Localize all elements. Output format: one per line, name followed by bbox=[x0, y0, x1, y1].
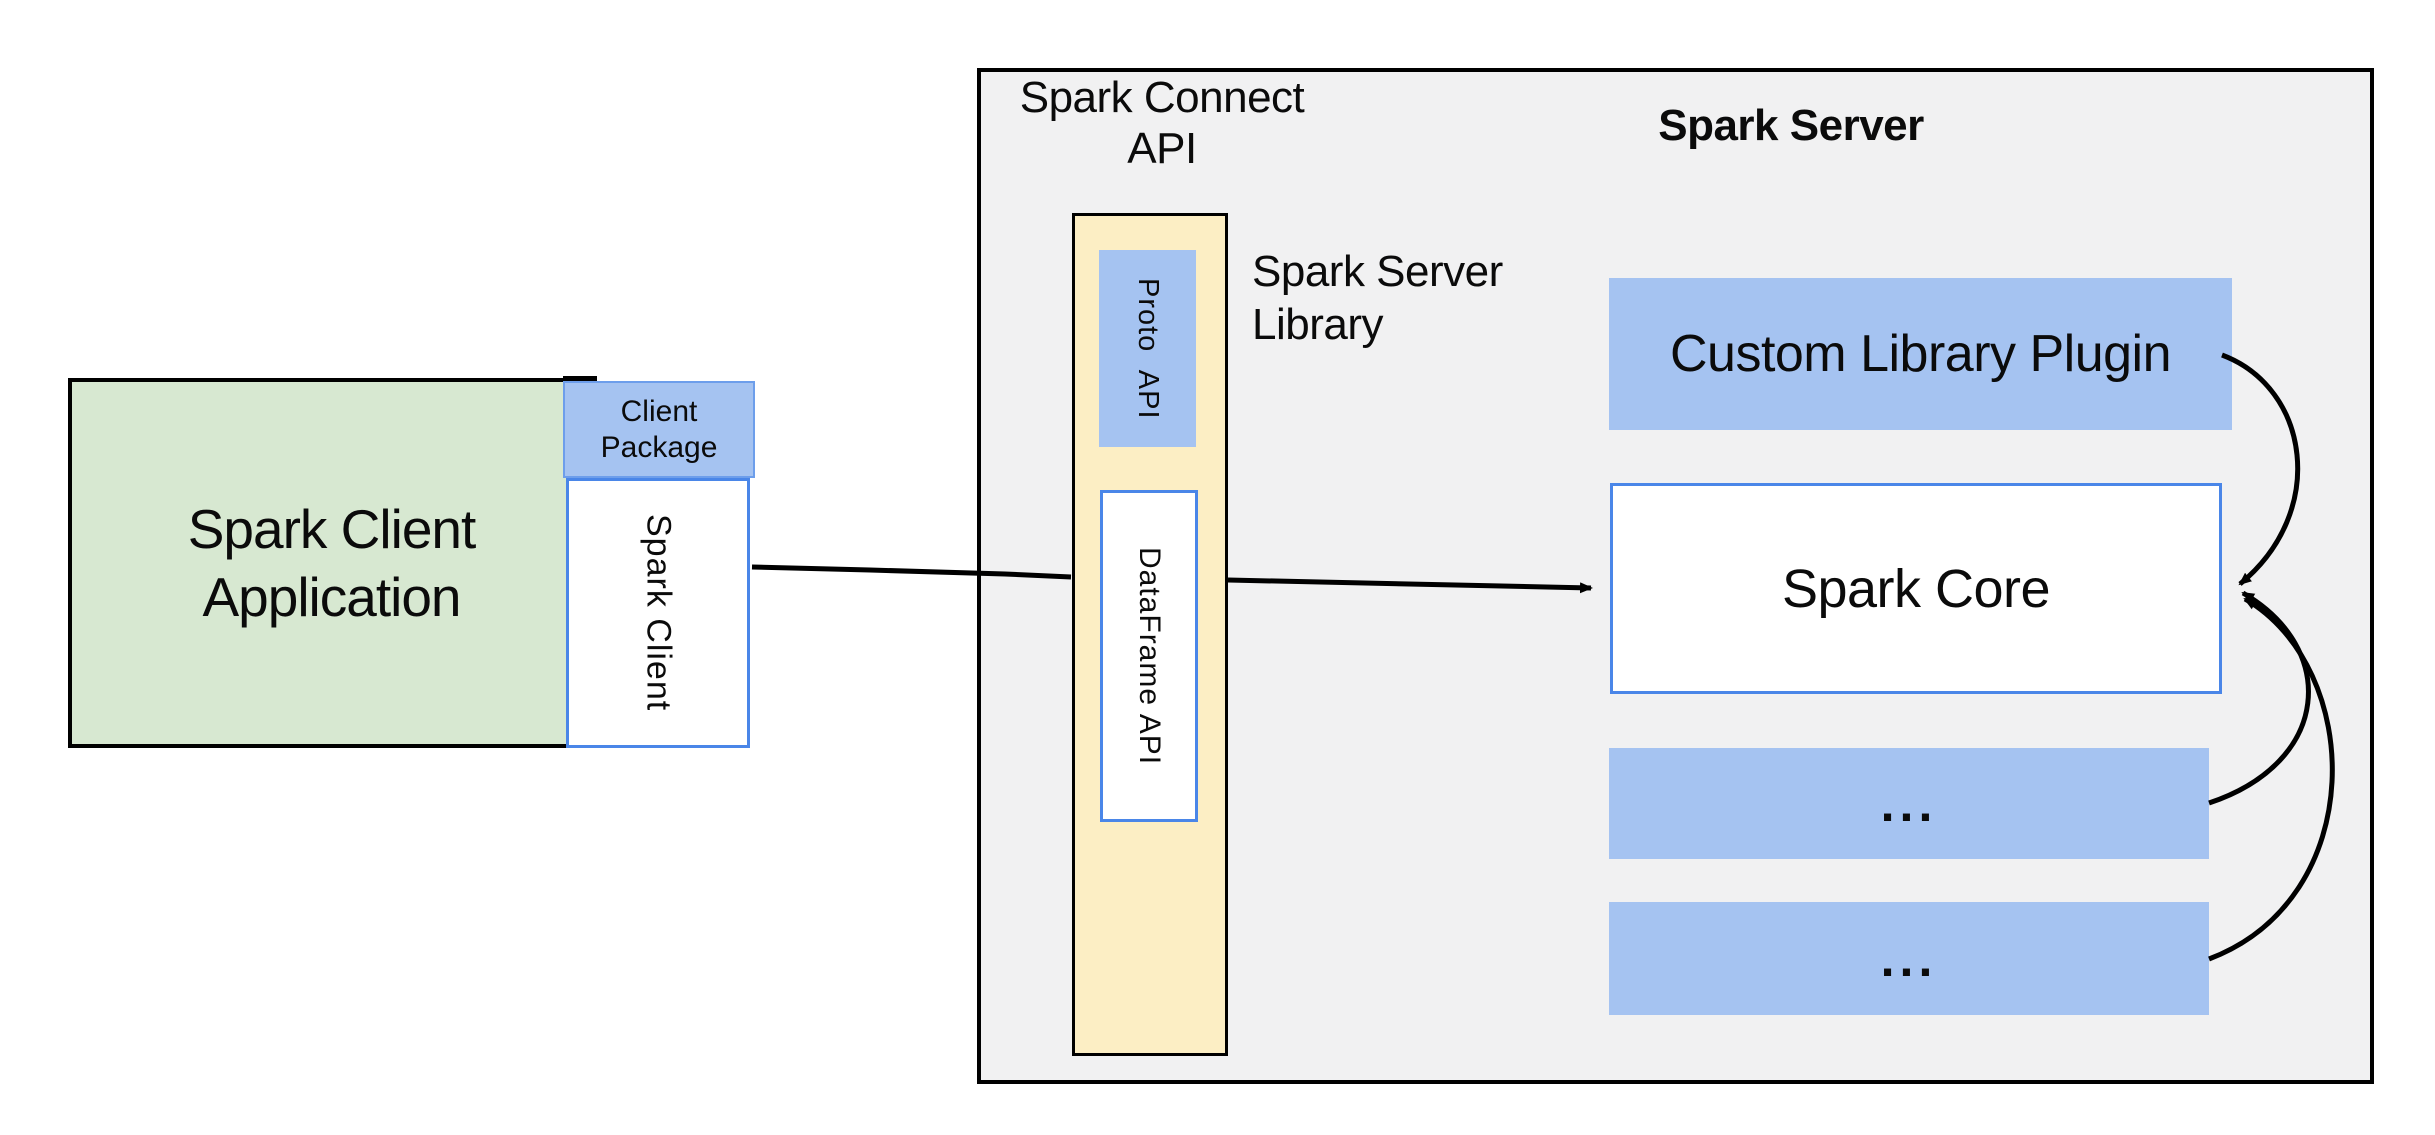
spark-core-box: Spark Core bbox=[1610, 483, 2222, 694]
proto-api-box: Proto API bbox=[1099, 250, 1196, 447]
dataframe-api-label: DataFrame API bbox=[1133, 546, 1166, 766]
spark-connect-api-title: Spark Connect API bbox=[1019, 73, 1305, 174]
client-package-box: Client Package bbox=[563, 381, 755, 478]
custom-library-plugin-box: Custom Library Plugin bbox=[1609, 278, 2232, 430]
spark-client-label: Spark Client bbox=[639, 514, 678, 712]
spark-client-application-box: Spark Client Application bbox=[68, 378, 595, 748]
plugin-slot-1-box: ... bbox=[1609, 748, 2209, 859]
spark-server-title: Spark Server bbox=[1658, 101, 1924, 150]
proto-api-label: Proto API bbox=[1132, 277, 1164, 420]
spark-server-library-label: Spark Server Library bbox=[1252, 247, 1503, 349]
green-box-border-fragment bbox=[563, 376, 597, 381]
plugin-slot-2-box: ... bbox=[1609, 902, 2209, 1015]
spark-client-box: Spark Client bbox=[566, 478, 750, 748]
dataframe-api-box: DataFrame API bbox=[1100, 490, 1198, 822]
